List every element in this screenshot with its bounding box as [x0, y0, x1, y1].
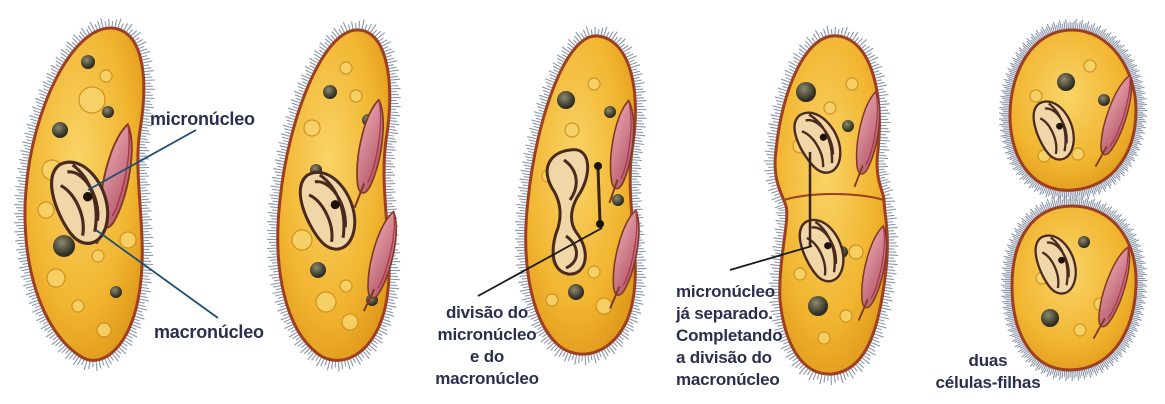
- micronucleus-label: micronúcleo: [150, 108, 255, 131]
- granule: [596, 298, 612, 314]
- granule: [342, 314, 358, 330]
- granule: [316, 292, 336, 312]
- food-vacuole: [557, 91, 575, 109]
- cell-2: [267, 20, 404, 372]
- granule: [846, 78, 858, 90]
- micronucleus: [596, 220, 604, 228]
- granule: [1072, 148, 1084, 160]
- granule: [1074, 324, 1086, 336]
- macronucleus-label: macronúcleo: [154, 321, 264, 344]
- food-vacuole: [323, 85, 337, 99]
- granule: [818, 332, 830, 344]
- micronucleus: [594, 162, 602, 170]
- food-vacuole: [796, 82, 816, 102]
- cell-5: [999, 19, 1147, 381]
- granule: [565, 123, 579, 137]
- granule: [72, 300, 84, 312]
- granule: [292, 230, 312, 250]
- cell-4: [764, 26, 898, 385]
- food-vacuole: [1098, 94, 1110, 106]
- granule: [1030, 90, 1042, 102]
- food-vacuole: [604, 106, 616, 118]
- granule: [304, 120, 320, 136]
- division-label: divisão do micronúcleo e do macronúcleo: [412, 302, 562, 390]
- granule: [340, 62, 352, 74]
- food-vacuole: [53, 235, 75, 257]
- cell-body: [775, 36, 887, 374]
- daughter-cells-label: duas células-filhas: [918, 350, 1058, 394]
- granule: [824, 102, 836, 114]
- food-vacuole: [1078, 236, 1090, 248]
- granule: [588, 78, 600, 90]
- granule: [79, 87, 105, 113]
- granule: [840, 310, 852, 322]
- granule: [92, 250, 104, 262]
- granule: [350, 90, 362, 102]
- granule: [849, 245, 863, 259]
- separated-label: micronúcleo já separado. Completando a d…: [676, 281, 782, 391]
- granule: [588, 266, 600, 278]
- food-vacuole: [568, 284, 584, 300]
- food-vacuole: [808, 296, 828, 316]
- food-vacuole: [1041, 309, 1059, 327]
- granule: [38, 202, 54, 218]
- food-vacuole: [310, 262, 326, 278]
- granule: [794, 268, 806, 280]
- food-vacuole: [52, 122, 68, 138]
- food-vacuole: [612, 194, 624, 206]
- granule: [340, 280, 352, 292]
- dividing-micronucleus: [598, 168, 600, 222]
- cell-1: [14, 18, 155, 371]
- food-vacuole: [102, 106, 114, 118]
- food-vacuole: [1057, 73, 1075, 91]
- granule: [1084, 60, 1096, 72]
- granule: [100, 70, 112, 82]
- granule: [97, 323, 111, 337]
- food-vacuole: [81, 55, 95, 69]
- food-vacuole: [842, 120, 854, 132]
- granule: [120, 232, 136, 248]
- food-vacuole: [110, 286, 122, 298]
- granule: [47, 269, 65, 287]
